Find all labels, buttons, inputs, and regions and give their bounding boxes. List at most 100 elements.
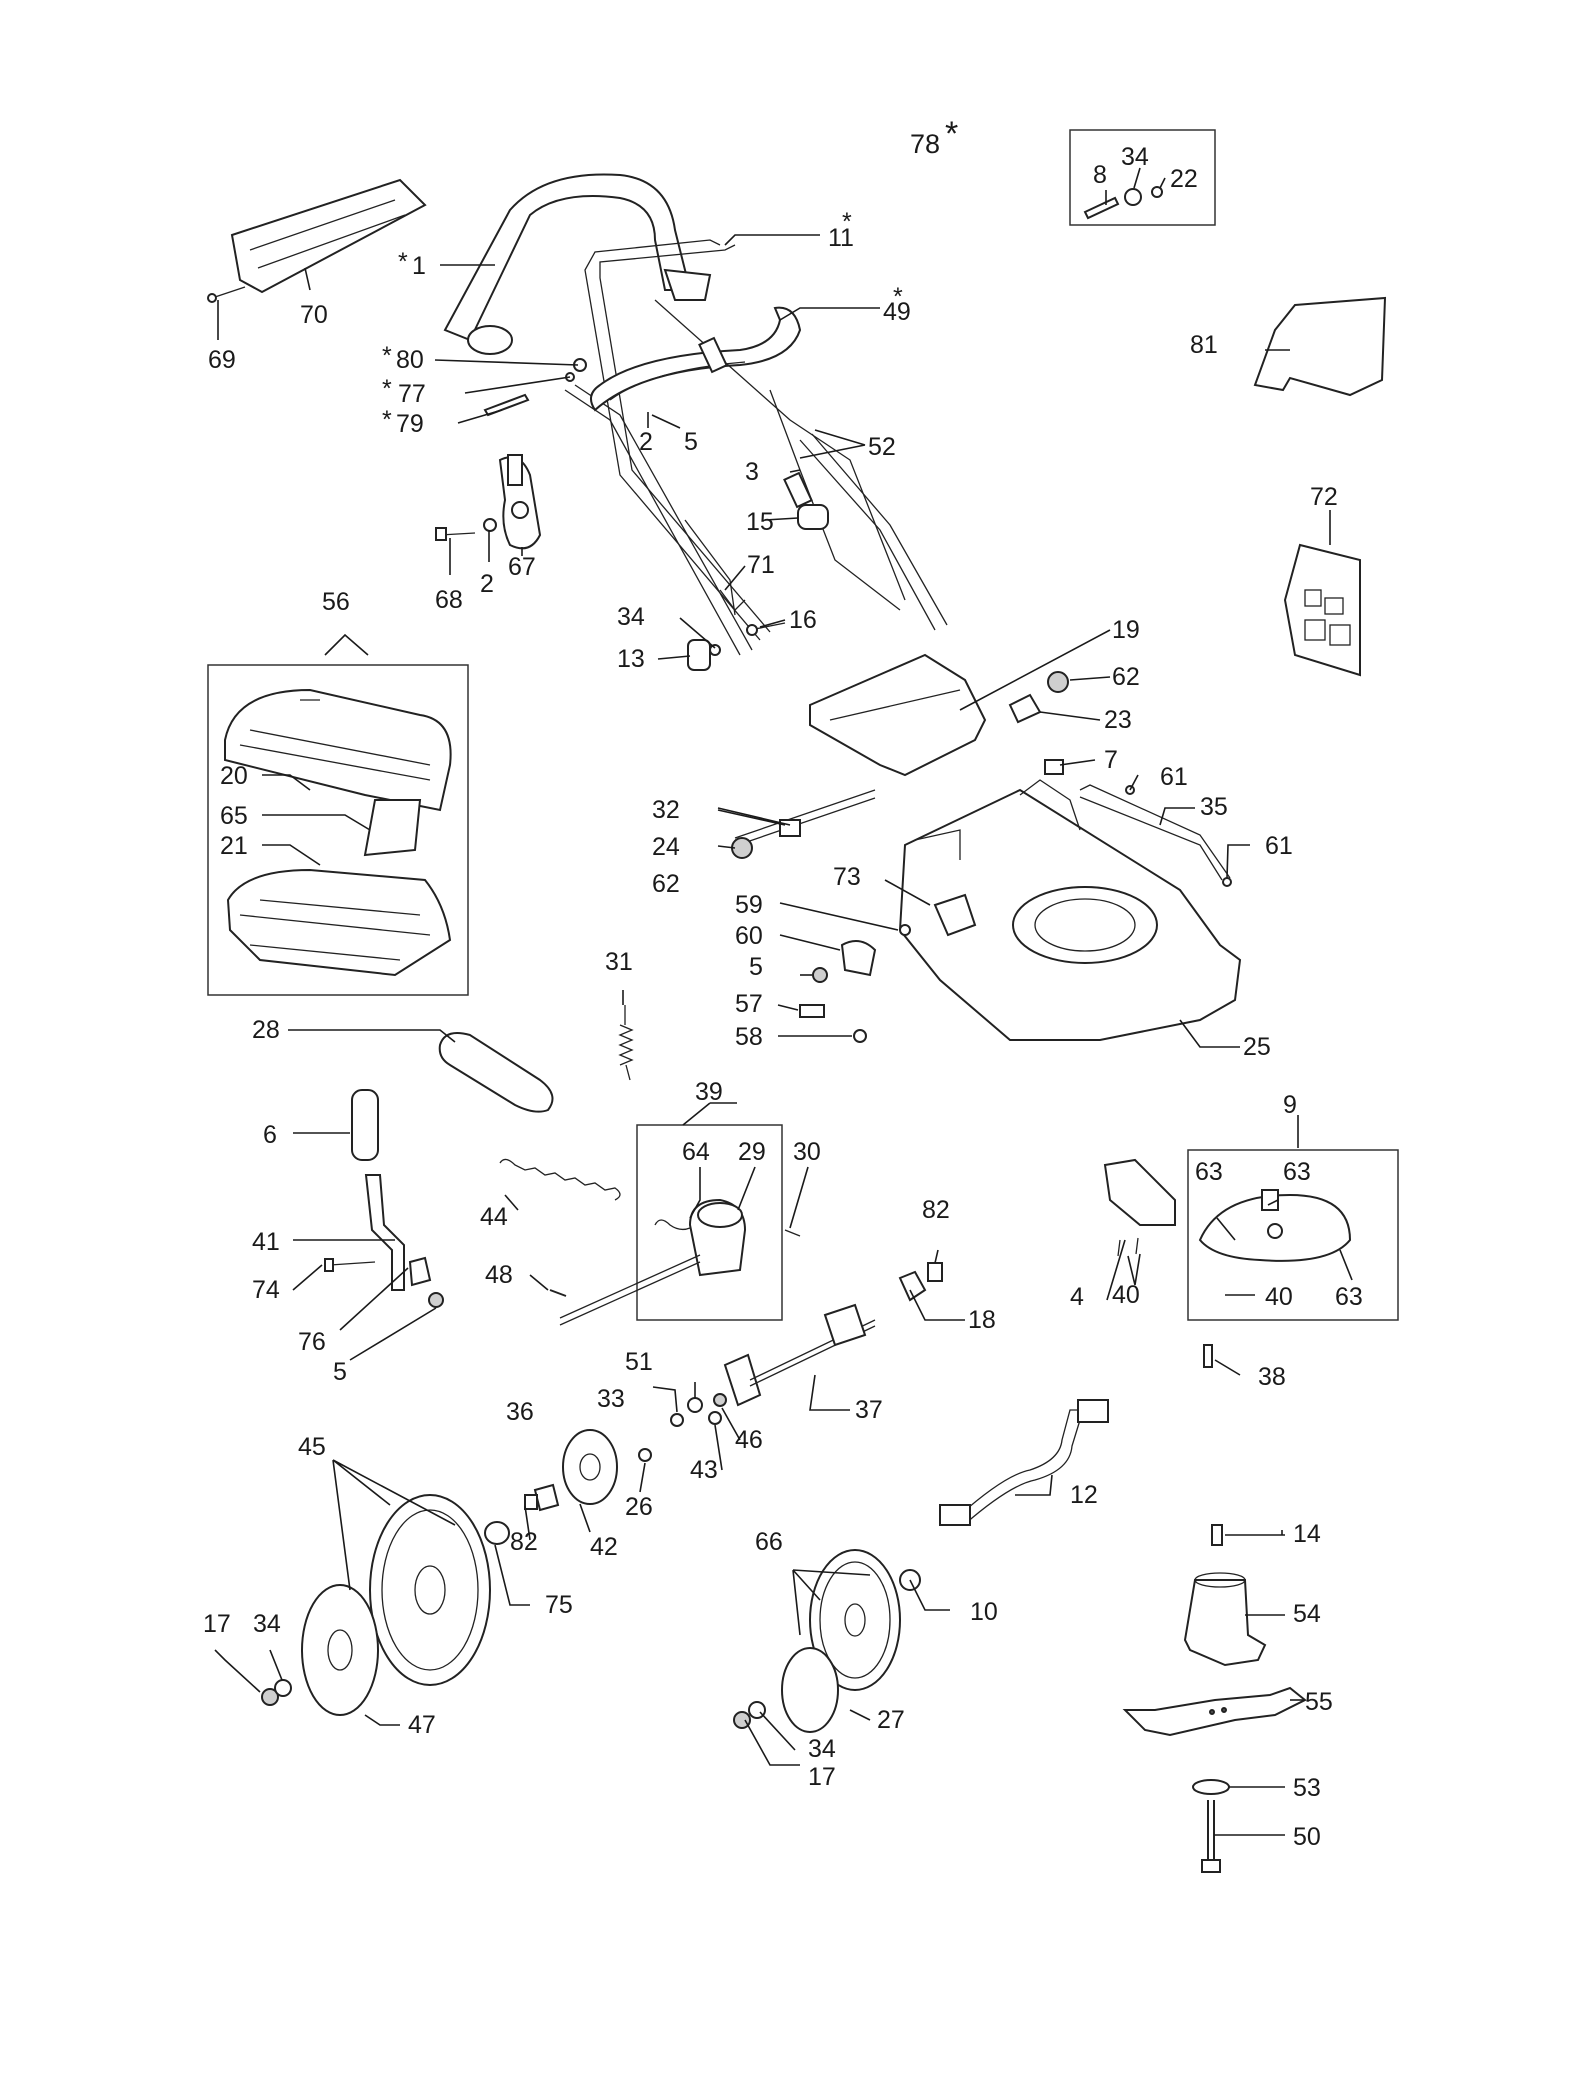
label-66: 66 [755, 1528, 783, 1556]
flange-nut-icon [1008, 671, 1069, 724]
label-21: 21 [220, 832, 248, 860]
gearbox-icon [559, 1198, 801, 1326]
spring-icon [618, 1005, 634, 1081]
label-73: 73 [833, 863, 861, 891]
bail-lever-icon [590, 306, 802, 412]
label-25: 25 [1243, 1033, 1271, 1061]
label-72: 72 [1310, 483, 1338, 511]
label-15: 15 [746, 508, 774, 536]
grass-deflector-icon [1253, 296, 1387, 397]
drive-pinion-icon [898, 1262, 943, 1302]
label-32: 32 [652, 796, 680, 824]
label-59: 59 [735, 891, 763, 919]
label-77: 77 [398, 380, 426, 408]
deck-cover-icon [1198, 1189, 1352, 1262]
label-29: 29 [738, 1138, 766, 1166]
label-20: 20 [220, 762, 248, 790]
label-68: 68 [435, 586, 463, 614]
label-4: 4 [1070, 1283, 1084, 1311]
label-62b: 62 [652, 870, 680, 898]
label-44: 44 [480, 1203, 508, 1231]
label-61b: 61 [1265, 832, 1293, 860]
label-17b: 17 [808, 1763, 836, 1791]
deck-bracket-icon [799, 893, 977, 1043]
handle-tubes-icon [564, 239, 948, 656]
label-30: 30 [793, 1138, 821, 1166]
label-39: 39 [695, 1078, 723, 1106]
label-34b: 34 [253, 1610, 281, 1638]
label-82a: 82 [922, 1196, 950, 1224]
cap-icon [1044, 759, 1064, 775]
label-46: 46 [735, 1426, 763, 1454]
label-70: 70 [300, 301, 328, 329]
label-3: 3 [745, 458, 759, 486]
label-82b: 82 [510, 1528, 538, 1556]
label-75: 75 [545, 1591, 573, 1619]
rear-axle-icon [731, 789, 876, 859]
label-8: 8 [1093, 161, 1107, 189]
label-10: 10 [970, 1598, 998, 1626]
label-26: 26 [625, 1493, 653, 1521]
label-38: 38 [1258, 1363, 1286, 1391]
label-27: 27 [877, 1706, 905, 1734]
pin-kit-group-box [1069, 129, 1216, 226]
lever-grip-icon [351, 1089, 379, 1161]
label-17a: 17 [203, 1610, 231, 1638]
label-5b: 5 [749, 953, 763, 981]
bolt-icon [1203, 1344, 1213, 1368]
rear-flap-icon [809, 653, 987, 777]
label-42: 42 [590, 1533, 618, 1561]
pin-icon [549, 1289, 567, 1297]
leader-lines [214, 167, 1353, 1836]
blade-icon [1122, 1686, 1307, 1737]
label-37: 37 [855, 1396, 883, 1424]
asterisk-78: * [945, 115, 958, 153]
handle-knob-icon [687, 622, 786, 671]
label-53: 53 [1293, 1774, 1321, 1802]
label-24: 24 [652, 833, 680, 861]
mulching-plug-icon [1103, 1158, 1176, 1257]
cover-group-box [1187, 1149, 1399, 1321]
label-35: 35 [1200, 793, 1228, 821]
label-12: 12 [1070, 1481, 1098, 1509]
grass-catcher-group-box [207, 664, 469, 996]
label-34c: 34 [808, 1735, 836, 1763]
label-65: 65 [220, 802, 248, 830]
label-57: 57 [735, 990, 763, 1018]
drive-pulley-icon [524, 1429, 652, 1512]
label-64: 64 [682, 1138, 710, 1166]
screw-icon [207, 286, 246, 303]
label-58: 58 [735, 1023, 763, 1051]
upper-handle-bar-icon [443, 173, 712, 355]
asterisk-77: * [382, 375, 392, 403]
label-69: 69 [208, 346, 236, 374]
label-61a: 61 [1160, 763, 1188, 791]
label-34a: 34 [617, 603, 645, 631]
tension-spring-icon [499, 1158, 621, 1201]
label-80: 80 [396, 346, 424, 374]
label-55: 55 [1305, 1688, 1333, 1716]
label-74: 74 [252, 1276, 280, 1304]
label-62a: 62 [1112, 663, 1140, 691]
label-sheet-icon [1283, 543, 1361, 677]
label-71: 71 [747, 551, 775, 579]
gearbox-group-box [636, 1124, 783, 1321]
label-50: 50 [1293, 1823, 1321, 1851]
part-number-labels: 69 70 1 11 49 80 77 79 2 5 52 3 15 68 2 … [203, 129, 1363, 1851]
label-9: 9 [1283, 1091, 1297, 1119]
starter-cable-icon [939, 1399, 1109, 1526]
label-18: 18 [968, 1306, 996, 1334]
label-63a: 63 [1195, 1158, 1223, 1186]
cable-icon [684, 519, 746, 616]
label-5c: 5 [333, 1358, 347, 1386]
label-79: 79 [396, 410, 424, 438]
label-11: 11 [828, 224, 854, 252]
label-45: 45 [298, 1433, 326, 1461]
label-76: 76 [298, 1328, 326, 1356]
label-40a: 40 [1112, 1281, 1140, 1309]
label-13: 13 [617, 645, 645, 673]
label-56: 56 [322, 588, 350, 616]
throttle-lever-icon [498, 454, 542, 550]
